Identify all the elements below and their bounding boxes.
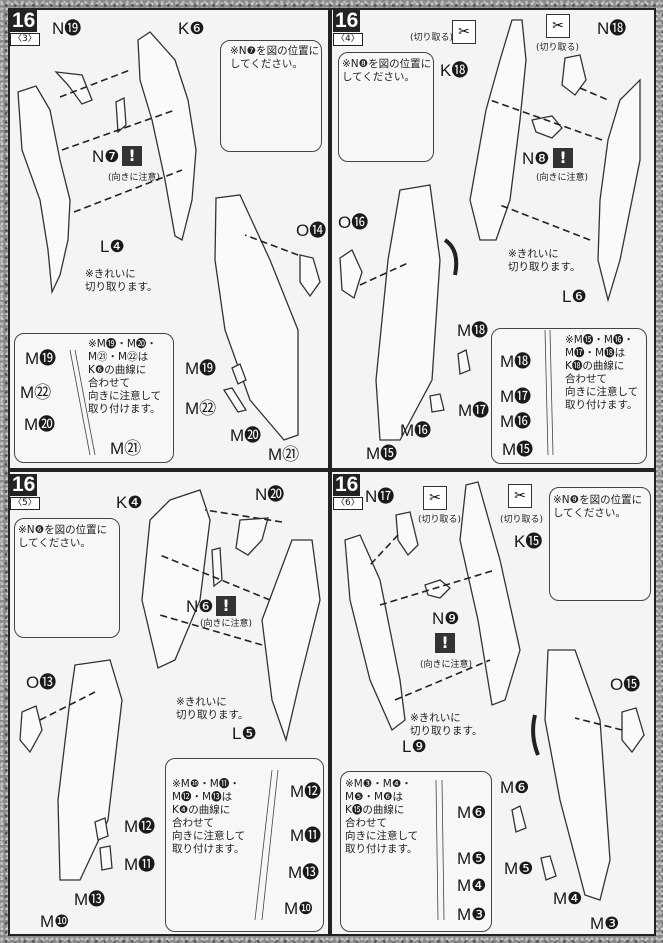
cut-clean-note: ※きれいに 切り取ります。: [85, 268, 158, 293]
part-label-n: N⓲: [597, 19, 627, 38]
nipper-icon: ✂: [423, 486, 447, 510]
part-label-m: M⓳: [25, 349, 57, 368]
part-label-m: M⓰: [500, 412, 532, 431]
part-label-m: M❺: [457, 849, 487, 868]
step-number: 16: [333, 9, 361, 32]
part-label-n: N❾: [432, 609, 460, 628]
cut-label: (切り取る): [536, 43, 580, 53]
callout-note: ※N❽を図の位置に してください。: [342, 58, 432, 83]
callout-box: [338, 52, 434, 162]
part-label-l: L❻: [562, 287, 587, 306]
part-label-k: K❹: [116, 493, 143, 512]
part-label-m: M⓭: [74, 890, 106, 909]
step-number: 16: [333, 473, 361, 496]
step-number: 16: [10, 473, 38, 496]
part-label-k: K❻: [178, 19, 205, 38]
part-label-m: M⓭: [288, 863, 320, 882]
cut-clean-note: ※きれいに 切り取ります。: [508, 248, 581, 273]
callout-box: [220, 40, 322, 152]
cut-clean-note: ※きれいに 切り取ります。: [410, 712, 483, 737]
sub-step: 〈3〉: [10, 33, 40, 46]
part-label-n: N❽: [522, 149, 550, 168]
callout-note: ※N❾を図の位置に してください。: [553, 494, 643, 519]
part-label-m: M㉑: [268, 445, 300, 464]
part-label-o: O⓯: [610, 675, 641, 694]
part-label-m: M⓲: [457, 321, 489, 340]
cut-label: (切り取る): [500, 515, 544, 525]
m-parts-note: ※M❿・M⓫・ M⓬・M⓭は K❹の曲線に 合わせて 向きに注意して 取り付けま…: [172, 778, 246, 855]
nipper-icon: ✂: [452, 20, 476, 44]
part-label-m: M❹: [457, 876, 487, 895]
part-label-k: K⓯: [514, 532, 543, 551]
m-parts-note-box: [491, 328, 647, 464]
nipper-icon: ✂: [546, 14, 570, 38]
part-label-l: L❺: [232, 724, 257, 743]
part-label-m: M⓲: [500, 352, 532, 371]
exclamation-icon: !: [435, 633, 455, 653]
orientation-note: (向きに注意): [420, 660, 473, 670]
part-label-m: M⓬: [124, 817, 156, 836]
nipper-icon: ✂: [508, 484, 532, 508]
part-label-m: M⓬: [290, 782, 322, 801]
part-label-m: M⓯: [366, 444, 398, 463]
part-label-m: M⓯: [502, 440, 534, 459]
part-label-m: M㉒: [185, 399, 217, 418]
sub-step: 〈5〉: [10, 497, 40, 510]
part-label-m: M㉑: [110, 439, 142, 458]
part-label-m: M❿: [40, 912, 70, 931]
part-label-l: L❾: [402, 737, 427, 756]
part-label-m: M⓴: [230, 426, 262, 445]
part-label-k: K⓲: [440, 61, 469, 80]
part-label-m: M❿: [284, 899, 314, 918]
cut-label: (切り取る): [410, 33, 454, 43]
sub-step: 〈4〉: [333, 33, 363, 46]
callout-note: ※N❻を図の位置に してください。: [18, 524, 108, 549]
part-label-m: M⓴: [24, 415, 56, 434]
part-label-m: M㉒: [20, 383, 52, 402]
callout-note: ※N❼を図の位置に してください。: [230, 45, 320, 70]
cut-clean-note: ※きれいに 切り取ります。: [176, 696, 249, 721]
part-label-m: M⓳: [185, 359, 217, 378]
exclamation-icon: !: [216, 596, 236, 616]
callout-box: [549, 487, 651, 601]
part-label-n: N⓳: [52, 19, 82, 38]
orientation-note: (向きに注意): [200, 619, 253, 629]
part-label-o: O⓭: [26, 673, 57, 692]
exclamation-icon: !: [122, 146, 142, 166]
part-label-o: O⓮: [296, 221, 327, 240]
part-label-m: M❻: [500, 778, 530, 797]
orientation-note: (向きに注意): [536, 173, 589, 183]
part-label-n: N⓴: [255, 485, 285, 504]
cut-label: (切り取る): [418, 515, 462, 525]
part-label-m: M❹: [553, 889, 583, 908]
sub-step: 〈6〉: [333, 497, 363, 510]
m-parts-note: ※M⓯・M⓰・ M⓱・M⓲は K⓲の曲線に 合わせて 向きに注意して 取り付けま…: [565, 334, 639, 411]
m-parts-note: ※M⓳・M⓴・ M㉑・M㉒は K❻の曲線に 合わせて 向きに注意して 取り付けま…: [88, 338, 162, 415]
part-label-n: N❻: [186, 597, 214, 616]
part-label-o: O⓰: [338, 213, 369, 232]
part-label-m: M⓫: [290, 826, 322, 845]
part-label-m: M⓱: [458, 401, 490, 420]
part-label-m: M❺: [504, 859, 534, 878]
m-parts-note-box: [165, 758, 324, 932]
part-label-m: M❻: [457, 803, 487, 822]
part-label-l: L❹: [100, 237, 125, 256]
part-label-m: M⓰: [400, 421, 432, 440]
part-label-m: M❸: [590, 914, 620, 933]
step-number: 16: [10, 9, 38, 32]
part-label-n: N⓱: [365, 487, 395, 506]
callout-box: [14, 518, 120, 638]
m-parts-note: ※M❸・M❹・ M❺・M❻は K⓯の曲線に 合わせて 向きに注意して 取り付けま…: [345, 778, 419, 855]
part-label-m: M⓱: [500, 387, 532, 406]
m-parts-note-box: [340, 771, 492, 932]
part-label-m: M⓫: [124, 855, 156, 874]
part-label-n: N❼: [92, 147, 120, 166]
exclamation-icon: !: [553, 148, 573, 168]
part-label-m: M❸: [457, 905, 487, 924]
orientation-note: (向きに注意): [108, 173, 161, 183]
